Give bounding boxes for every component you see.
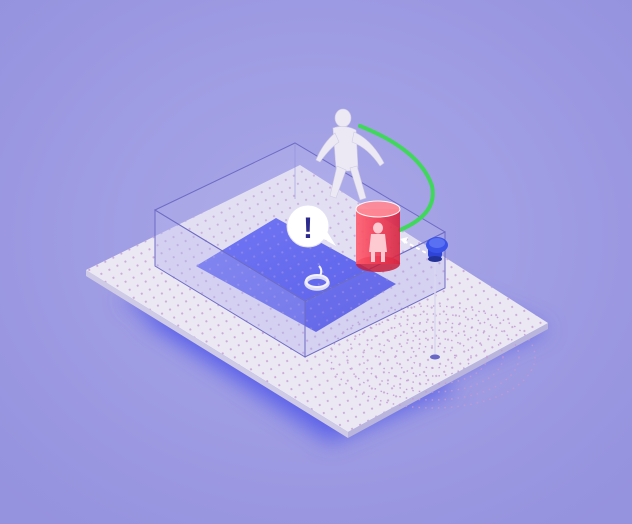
alert-zone-cylinder — [356, 201, 400, 272]
exclamation-icon: ! — [303, 212, 313, 245]
